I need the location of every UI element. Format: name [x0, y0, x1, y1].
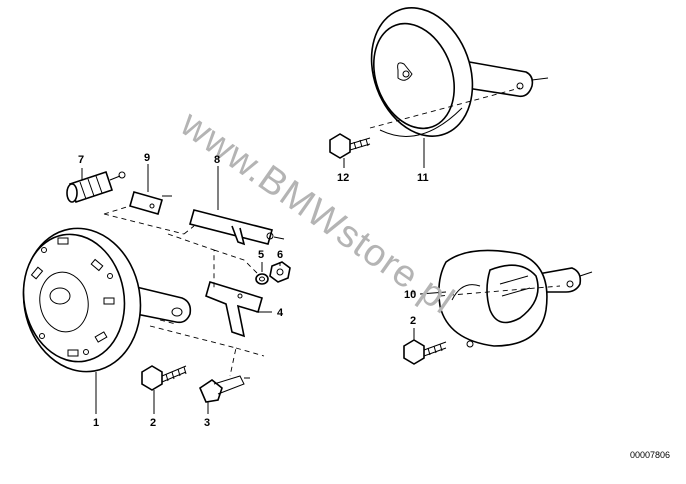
connector-part-7	[66, 170, 126, 204]
callout-7: 7	[78, 154, 84, 166]
screw-part-2-right	[403, 339, 447, 365]
assembly-lines-left	[103, 205, 265, 377]
horn-part-1	[22, 227, 192, 373]
nut-part-6	[269, 261, 291, 283]
callout-3: 3	[204, 417, 210, 429]
leader-lines	[81, 138, 447, 414]
callout-1: 1	[93, 417, 99, 429]
horn-part-11	[369, 7, 549, 137]
diagram-code: 00007806	[630, 450, 670, 460]
callout-10: 10	[404, 289, 416, 301]
callout-2-left: 2	[150, 417, 156, 429]
callout-6: 6	[277, 249, 283, 261]
callout-2-right: 2	[410, 315, 416, 327]
bolt-part-3	[199, 375, 250, 403]
callout-5: 5	[258, 249, 264, 261]
screw-part-2-left	[141, 365, 187, 391]
callout-11: 11	[417, 172, 429, 184]
callout-9: 9	[144, 152, 150, 164]
bracket-part-8	[189, 209, 285, 246]
callout-4: 4	[277, 307, 284, 319]
callout-8: 8	[214, 154, 220, 166]
clip-part-9	[129, 191, 172, 215]
screw-part-12	[329, 133, 371, 159]
callout-12: 12	[337, 172, 349, 184]
bracket-part-4	[205, 280, 263, 338]
nut-part-5	[255, 273, 269, 285]
horn-part-10	[438, 249, 593, 348]
